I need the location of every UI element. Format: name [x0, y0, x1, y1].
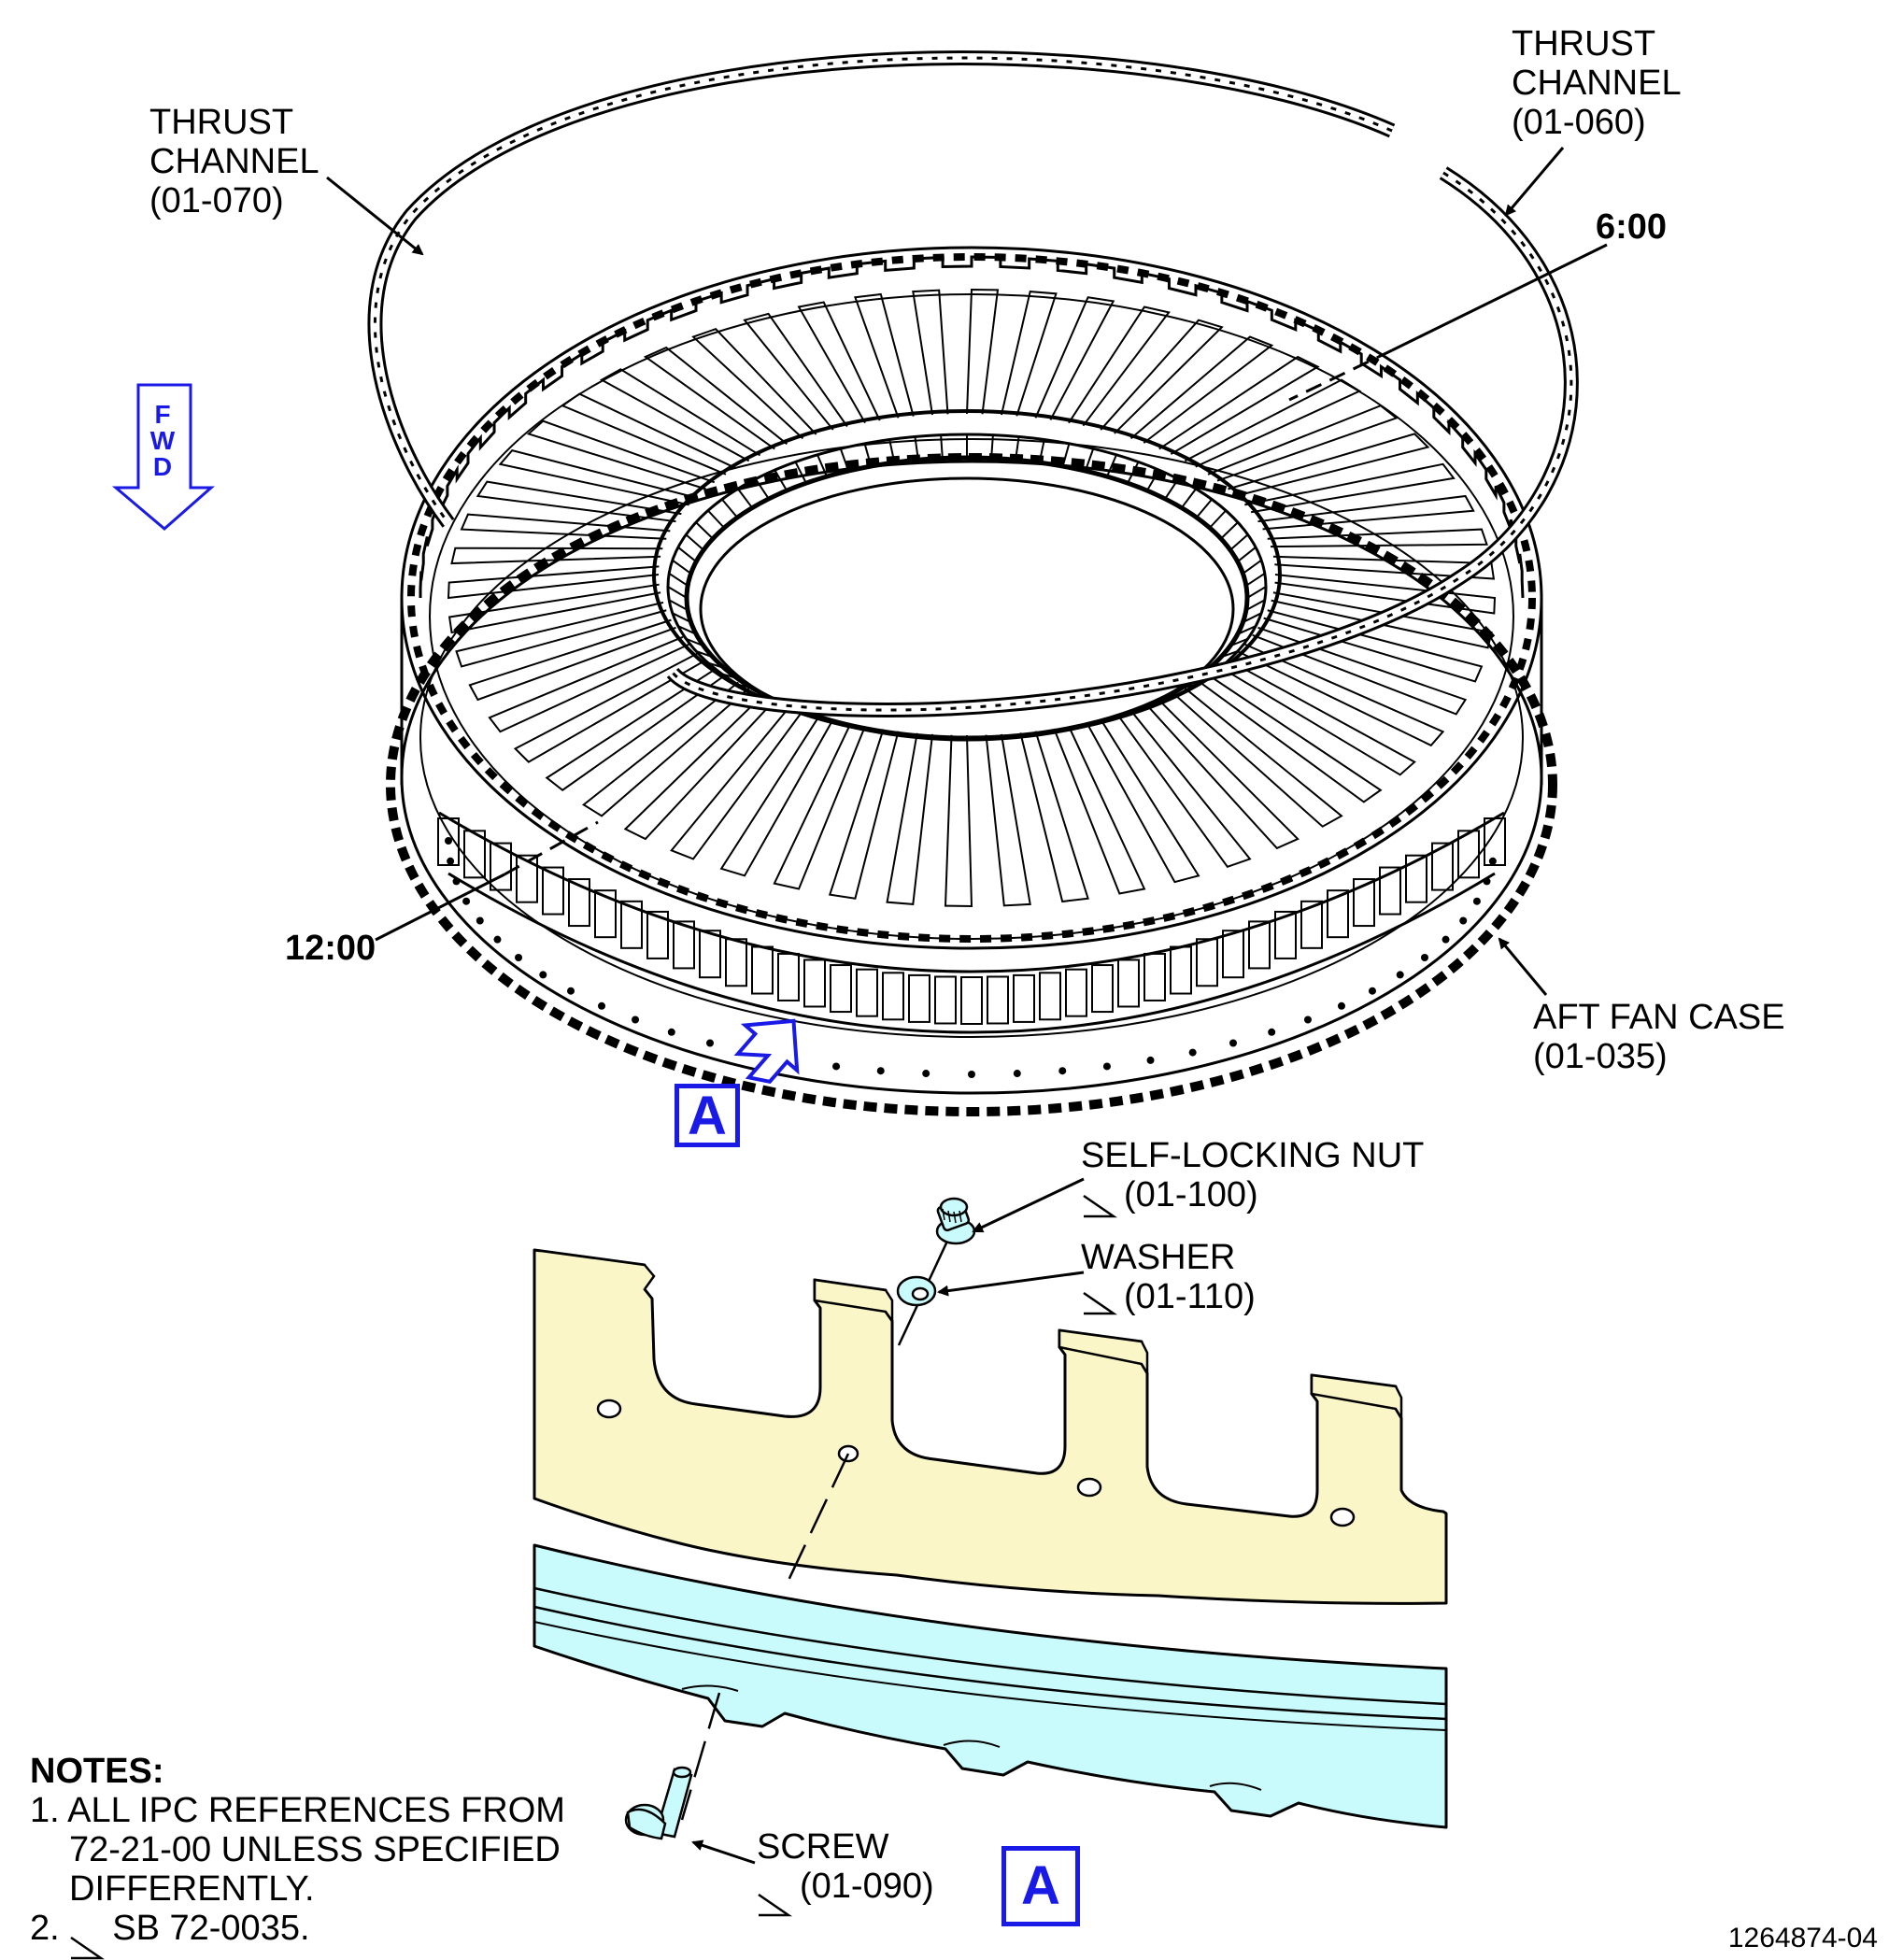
thrust-channel-070 — [367, 50, 1396, 528]
fwd-indicator: F W D — [149, 400, 176, 481]
flange-part — [533, 1248, 1448, 1605]
aft-fan-case-label: AFT FAN CASE (01-035) — [1533, 998, 1785, 1076]
thrust-channel-060 — [666, 166, 1579, 718]
note-1-line-1: 1. ALL IPC REFERENCES FROM — [30, 1791, 565, 1830]
detail-a-view — [70, 1177, 1448, 1960]
washer-part — [896, 1275, 937, 1307]
view-a-marker-top: A — [675, 1084, 740, 1147]
fwd-arrow-icon — [111, 383, 215, 531]
thrust-channel-060-label: THRUST CHANNEL (01-060) — [1512, 24, 1682, 142]
clock-6-label: 6:00 — [1596, 207, 1668, 247]
view-a-arrow-icon — [733, 1018, 800, 1084]
leader-lines-top — [326, 147, 1608, 996]
self-locking-nut-label: SELF-LOCKING NUT (01-100) — [1081, 1136, 1425, 1214]
note-1-line-3: DIFFERENTLY. — [69, 1869, 315, 1909]
washer-label: WASHER (01-110) — [1081, 1238, 1256, 1316]
note-1-line-2: 72-21-00 UNLESS SPECIFIED — [69, 1830, 561, 1869]
aft-fan-case-assembly — [386, 246, 1557, 1116]
view-a-marker-detail: A — [1001, 1846, 1080, 1926]
clock-12-label: 12:00 — [285, 929, 376, 968]
self-locking-nut-part — [935, 1197, 976, 1245]
figure-number: 1264874-04 — [1727, 1923, 1878, 1953]
screw-label: SCREW (01-090) — [757, 1827, 934, 1906]
screw-part — [624, 1766, 693, 1840]
notes-block: NOTES: 1. ALL IPC REFERENCES FROM 72-21-… — [30, 1752, 565, 1948]
note-2: 2. SB 72-0035. — [30, 1909, 310, 1948]
notes-title: NOTES: — [30, 1752, 164, 1791]
channel-section — [533, 1543, 1448, 1829]
thrust-channel-070-label: THRUST CHANNEL (01-070) — [149, 103, 320, 220]
